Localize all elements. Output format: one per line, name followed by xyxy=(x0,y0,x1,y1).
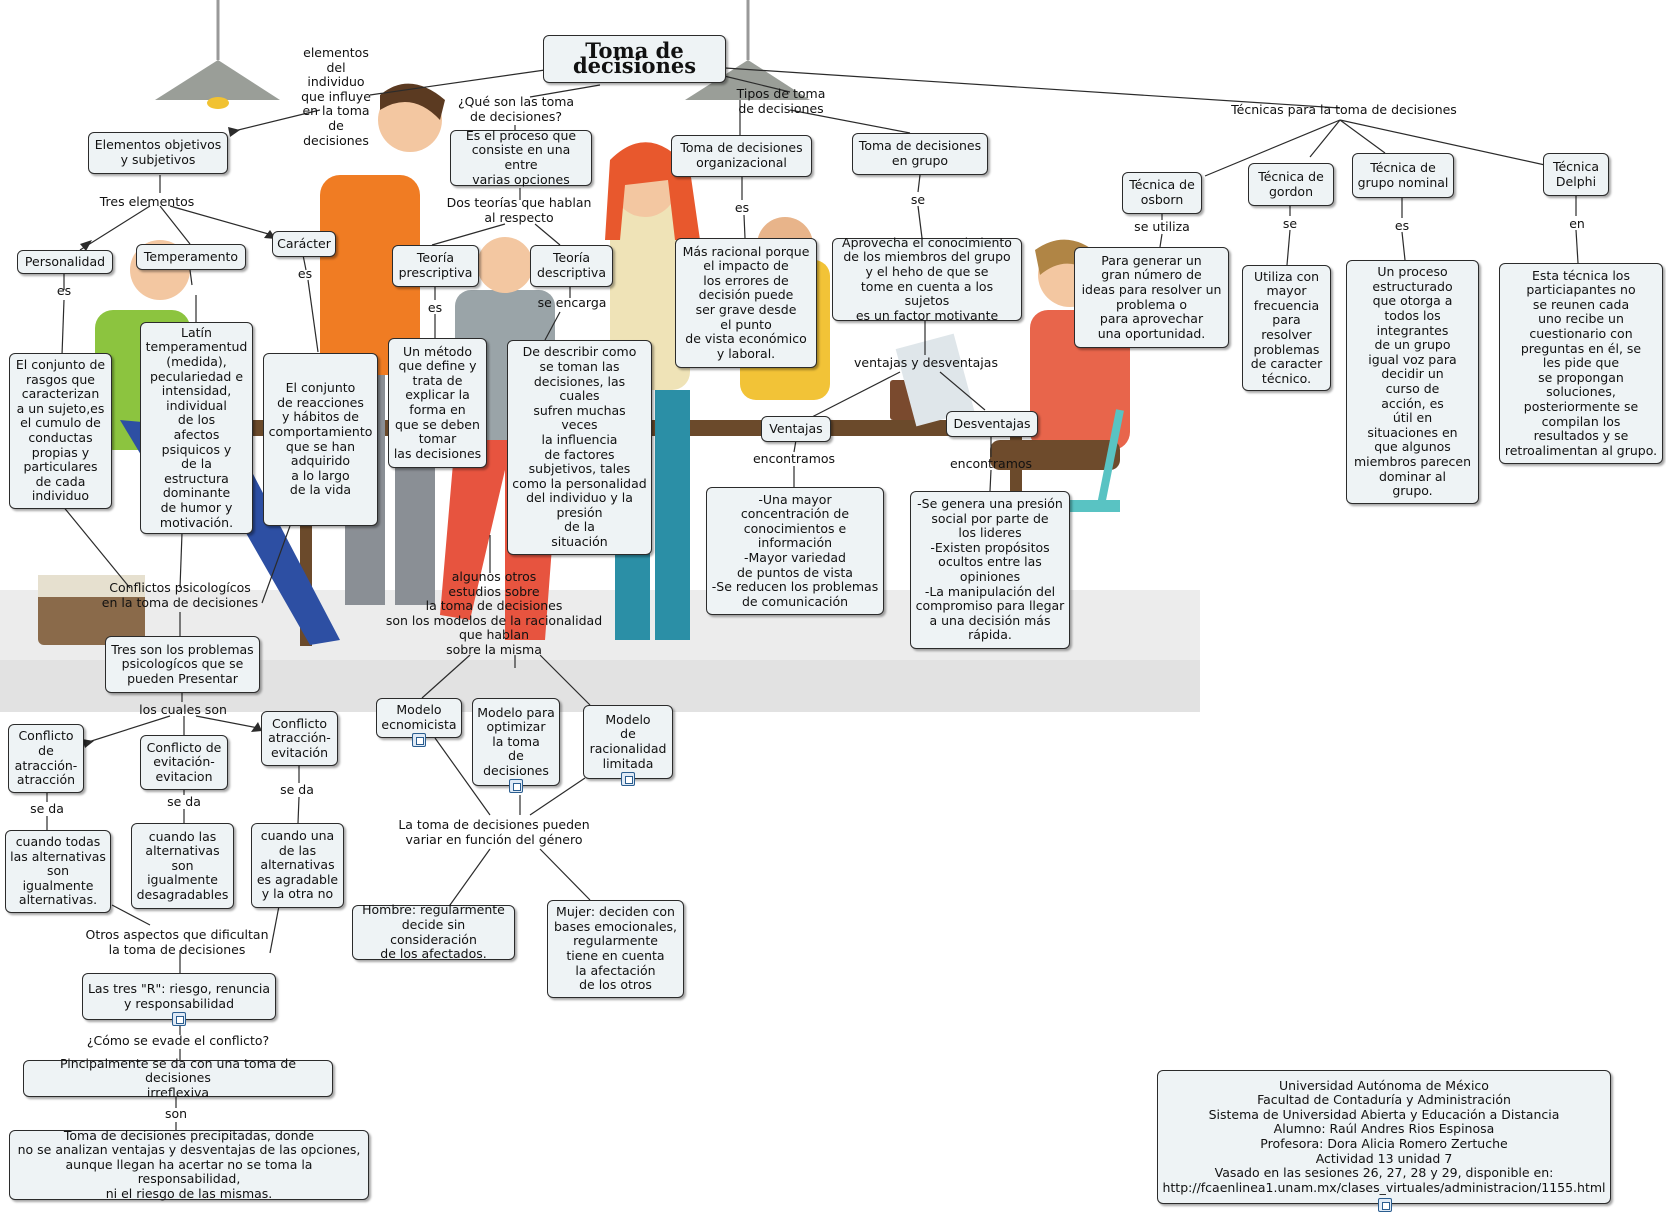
label-se-gordon: se xyxy=(1282,216,1298,231)
node-tecnica-delphi[interactable]: Técnica Delphi xyxy=(1543,153,1609,196)
label-ventajas-desventajas: ventajas y desventajas xyxy=(854,355,998,370)
label-se-da-ae: se da xyxy=(280,782,314,797)
node-tecnica-grupo-nominal[interactable]: Técnica de grupo nominal xyxy=(1352,153,1454,198)
node-caracter-definition[interactable]: El conjunto de reacciones y hábitos de c… xyxy=(263,353,378,526)
label-son: son xyxy=(164,1106,188,1121)
label-tres-elementos: Tres elementos xyxy=(99,194,195,209)
central-topic-title: Toma de decisiones xyxy=(543,35,726,83)
node-tecnica-gordon[interactable]: Técnica de gordon xyxy=(1248,163,1334,206)
label-es-organizacional: es xyxy=(734,200,750,215)
label-se-utiliza: se utiliza xyxy=(1134,219,1190,234)
label-como-evade: ¿Cómo se evade el conflicto? xyxy=(86,1033,270,1048)
node-teoria-descriptiva-definition[interactable]: De describir como se toman las decisione… xyxy=(507,340,652,555)
node-toma-decisiones-organizacional[interactable]: Toma de decisiones organizacional xyxy=(671,135,812,177)
node-tres-problemas[interactable]: Tres son los problemas psicologícos que … xyxy=(105,636,260,693)
label-en-delphi: en xyxy=(1569,216,1585,231)
node-toma-irreflexiva[interactable]: Pincipalmente se da con una toma de deci… xyxy=(23,1056,333,1100)
resource-icon-tres-r[interactable] xyxy=(172,1012,186,1026)
node-modelo-racionalidad-limitada[interactable]: Modelo de racionalidad limitada xyxy=(583,705,673,779)
node-conflicto-ee-definition[interactable]: cuando las alternativas son igualmente d… xyxy=(131,823,234,909)
label-es-nominal: es xyxy=(1394,218,1410,233)
label-conflictos: Conflictos psicologícos en la toma de de… xyxy=(101,580,259,610)
node-conflicto-ae-definition[interactable]: cuando una de las alternativas es agrada… xyxy=(251,823,344,908)
node-temperamento-definition[interactable]: Latín temperamentud (medida), pecularied… xyxy=(140,322,253,534)
label-otros-aspectos: Otros aspectos que dificultan la toma de… xyxy=(85,927,269,957)
label-elementos-individuo: elementos del individuo que influye en l… xyxy=(301,45,371,148)
node-que-son-definition[interactable]: Es el proceso que consiste en una entre … xyxy=(450,128,592,186)
node-personalidad-definition[interactable]: El conjunto de rasgos que caracterizan a… xyxy=(9,353,112,509)
label-encontramos-desventajas: encontramos xyxy=(949,456,1033,471)
label-se-da-aa: se da xyxy=(30,801,64,816)
node-ventajas[interactable]: Ventajas xyxy=(761,416,831,442)
node-personalidad[interactable]: Personalidad xyxy=(17,250,113,274)
label-se-grupo: se xyxy=(910,192,926,207)
node-teoria-descriptiva[interactable]: Teoría descriptiva xyxy=(530,245,613,287)
node-conflicto-evitacion-evitacion[interactable]: Conflicto de evitación- evitacion xyxy=(140,735,228,790)
node-grupo-definition[interactable]: Aprovecha el conocimiento de los miembro… xyxy=(832,235,1022,322)
label-tipos: Tipos de toma de decisiones xyxy=(736,86,826,116)
label-que-son: ¿Qué son las toma de decisiones? xyxy=(457,94,575,124)
node-temperamento[interactable]: Temperamento xyxy=(136,244,246,270)
node-toma-precipitadas[interactable]: Toma de decisiones precipitadas, donde n… xyxy=(9,1128,369,1201)
node-modelo-optimizar[interactable]: Modelo para optimizar la toma de decisio… xyxy=(472,698,560,786)
node-gordon-definition[interactable]: Utiliza con mayor frecuencia para resolv… xyxy=(1242,265,1331,391)
label-algunos-otros: algunos otros estudios sobre la toma de … xyxy=(385,569,603,657)
node-caracter[interactable]: Carácter xyxy=(272,231,336,257)
node-teoria-prescriptiva-definition[interactable]: Un método que define y trata de explicar… xyxy=(388,338,487,468)
credits-box: Universidad Autónoma de México Facultad … xyxy=(1157,1070,1611,1204)
node-delphi-definition[interactable]: Esta técnica los particiapantes no se re… xyxy=(1499,263,1663,464)
resource-icon-racionalidad[interactable] xyxy=(621,772,635,786)
label-se-encarga: se encarga xyxy=(537,295,607,310)
resource-icon-optimizar[interactable] xyxy=(509,779,523,793)
label-genero: La toma de decisiones pueden variar en f… xyxy=(398,817,590,847)
node-osborn-definition[interactable]: Para generar un gran número de ideas par… xyxy=(1074,247,1229,348)
node-conflicto-atraccion-evitacion[interactable]: Conflicto atracción- evitación xyxy=(261,711,338,766)
node-conflicto-aa-definition[interactable]: cuando todas las alternativas son igualm… xyxy=(5,830,111,913)
label-tecnicas: Técnicas para la toma de decisiones xyxy=(1231,102,1457,117)
node-ventajas-definition[interactable]: -Una mayor concentración de conocimiento… xyxy=(706,487,884,615)
node-nominal-definition[interactable]: Un proceso estructurado que otorga a tod… xyxy=(1346,260,1479,504)
node-conflicto-atraccion-atraccion[interactable]: Conflicto de atracción- atracción xyxy=(8,724,84,793)
node-modelo-economicista[interactable]: Modelo ecnomicista xyxy=(376,698,462,738)
label-es-caracter: es xyxy=(297,266,313,281)
resource-icon-credits[interactable] xyxy=(1378,1198,1392,1212)
node-organizacional-definition[interactable]: Más racional porque el impacto de los er… xyxy=(675,238,817,368)
label-es-personalidad: es xyxy=(56,283,72,298)
node-elementos-objetivos-subjetivos[interactable]: Elementos objetivos y subjetivos xyxy=(88,132,228,174)
node-teoria-prescriptiva[interactable]: Teoría prescriptiva xyxy=(392,245,479,287)
label-los-cuales-son: los cuales son xyxy=(139,702,227,717)
label-se-da-ee: se da xyxy=(167,794,201,809)
node-toma-decisiones-grupo[interactable]: Toma de decisiones en grupo xyxy=(852,133,988,175)
node-desventajas-definition[interactable]: -Se genera una presión social por parte … xyxy=(910,491,1070,649)
label-es-prescriptiva: es xyxy=(427,300,443,315)
label-encontramos-ventajas: encontramos xyxy=(752,451,836,466)
node-mujer[interactable]: Mujer: deciden con bases emocionales, re… xyxy=(547,900,684,998)
node-tecnica-osborn[interactable]: Técnica de osborn xyxy=(1122,172,1202,214)
resource-icon-economicista[interactable] xyxy=(412,733,426,747)
label-dos-teorias: Dos teorías que hablan al respecto xyxy=(446,195,592,225)
node-hombre[interactable]: Hombre: regularmente decide sin consider… xyxy=(352,903,515,961)
node-desventajas[interactable]: Desventajas xyxy=(946,411,1038,437)
